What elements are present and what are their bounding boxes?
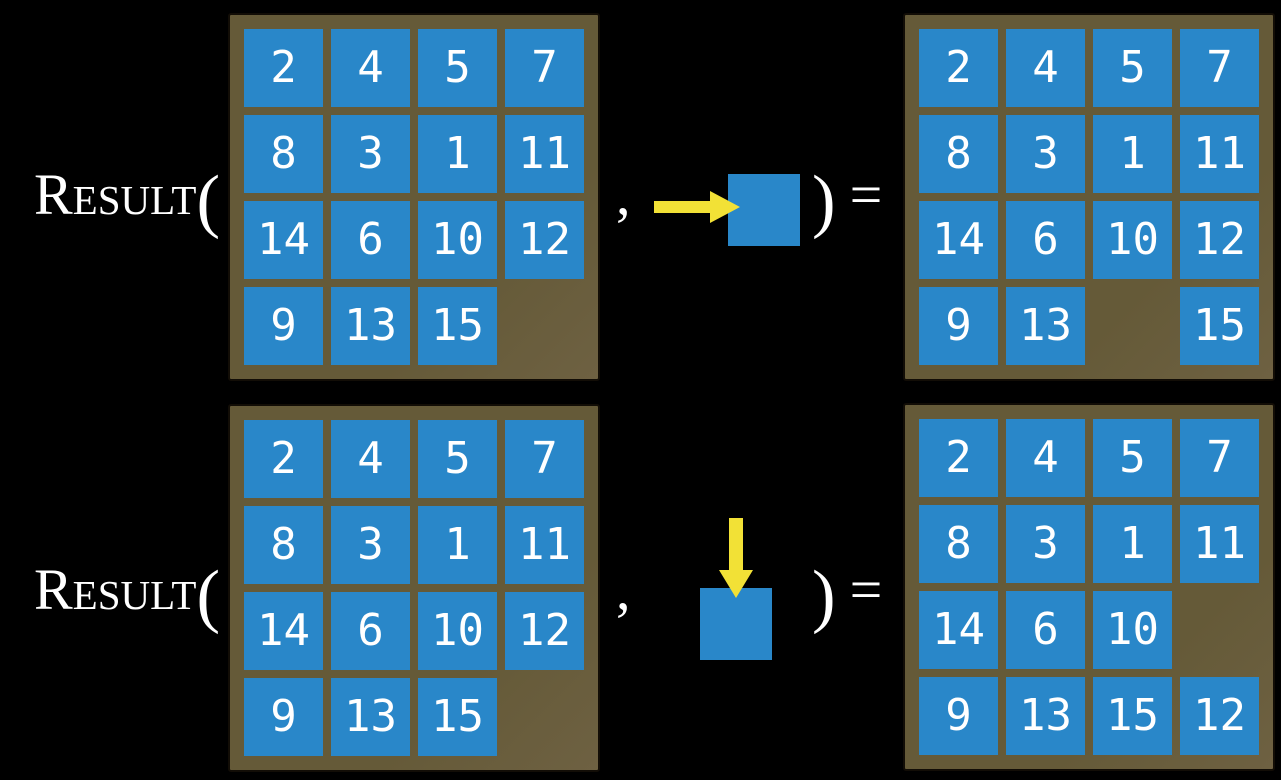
puzzle-tile: 15	[1093, 677, 1172, 755]
puzzle-tile: 10	[1093, 201, 1172, 279]
puzzle-tile: 5	[1093, 29, 1172, 107]
puzzle-tile: 7	[505, 420, 584, 498]
puzzle-tile: 3	[331, 115, 410, 193]
puzzle-tile: 3	[1006, 505, 1085, 583]
puzzle-tile: 11	[1180, 115, 1259, 193]
puzzle-tile: 7	[1180, 29, 1259, 107]
puzzle-tile: 4	[1006, 29, 1085, 107]
puzzle-tile: 5	[1093, 419, 1172, 497]
puzzle-tile: 10	[418, 592, 497, 670]
down-arrow-icon	[719, 518, 753, 598]
puzzle-tile: 15	[418, 678, 497, 756]
puzzle-tile: 8	[244, 115, 323, 193]
puzzle-tile: 14	[244, 201, 323, 279]
puzzle-tile: 15	[1180, 287, 1259, 365]
close-paren-equals: )=	[812, 166, 882, 237]
puzzle-tile: 6	[331, 592, 410, 670]
puzzle-tile: 9	[244, 678, 323, 756]
puzzle-tile: 7	[505, 29, 584, 107]
puzzle-tile: 14	[244, 592, 323, 670]
puzzle-tile: 13	[331, 678, 410, 756]
blank-space	[1093, 287, 1172, 365]
moving-tile	[700, 588, 772, 660]
puzzle-tile: 3	[331, 506, 410, 584]
puzzle-tile: 15	[418, 287, 497, 365]
puzzle-tile: 1	[1093, 115, 1172, 193]
puzzle-tile: 5	[418, 420, 497, 498]
blank-space	[505, 678, 584, 756]
puzzle-tile: 4	[331, 420, 410, 498]
puzzle-tile: 9	[919, 677, 998, 755]
puzzle-tile: 14	[919, 201, 998, 279]
puzzle-tile: 4	[331, 29, 410, 107]
puzzle-tile: 9	[244, 287, 323, 365]
puzzle-tile: 12	[505, 592, 584, 670]
close-paren-equals: )=	[812, 561, 882, 632]
function-name-label: Result	[34, 162, 197, 228]
puzzle-tile: 4	[1006, 419, 1085, 497]
puzzle-tile: 2	[244, 29, 323, 107]
puzzle-tile: 13	[1006, 287, 1085, 365]
puzzle-tile: 8	[919, 505, 998, 583]
puzzle-tile: 13	[331, 287, 410, 365]
puzzle-tile: 1	[418, 115, 497, 193]
open-paren: (	[196, 557, 221, 635]
puzzle-tile: 8	[919, 115, 998, 193]
puzzle-tile: 2	[919, 419, 998, 497]
blank-space	[1180, 591, 1259, 669]
puzzle-tile: 10	[418, 201, 497, 279]
puzzle-tile: 12	[1180, 201, 1259, 279]
puzzle-tile: 2	[919, 29, 998, 107]
function-name-label: Result	[34, 557, 197, 623]
puzzle-tile: 5	[418, 29, 497, 107]
blank-space	[505, 287, 584, 365]
puzzle-tile: 6	[331, 201, 410, 279]
puzzle-tile: 10	[1093, 591, 1172, 669]
puzzle-tile: 11	[1180, 505, 1259, 583]
equals-sign: =	[849, 162, 883, 228]
comma-separator: ,	[616, 162, 631, 227]
puzzle-tile: 11	[505, 115, 584, 193]
puzzle-tile: 1	[418, 506, 497, 584]
moving-tile	[728, 174, 800, 246]
equals-sign: =	[849, 557, 883, 623]
close-paren: )	[812, 162, 836, 240]
puzzle-tile: 3	[1006, 115, 1085, 193]
puzzle-tile: 12	[1180, 677, 1259, 755]
puzzle-tile: 12	[505, 201, 584, 279]
puzzle-tile: 14	[919, 591, 998, 669]
right-arrow-icon	[654, 191, 740, 223]
puzzle-tile: 6	[1006, 591, 1085, 669]
puzzle-tile: 9	[919, 287, 998, 365]
function-name: Result(	[34, 561, 220, 632]
comma-separator: ,	[616, 557, 631, 622]
puzzle-tile: 6	[1006, 201, 1085, 279]
puzzle-tile: 1	[1093, 505, 1172, 583]
puzzle-tile: 13	[1006, 677, 1085, 755]
puzzle-tile: 11	[505, 506, 584, 584]
function-name: Result(	[34, 166, 220, 237]
open-paren: (	[196, 162, 221, 240]
puzzle-tile: 8	[244, 506, 323, 584]
puzzle-tile: 2	[244, 420, 323, 498]
close-paren: )	[812, 557, 836, 635]
puzzle-tile: 7	[1180, 419, 1259, 497]
